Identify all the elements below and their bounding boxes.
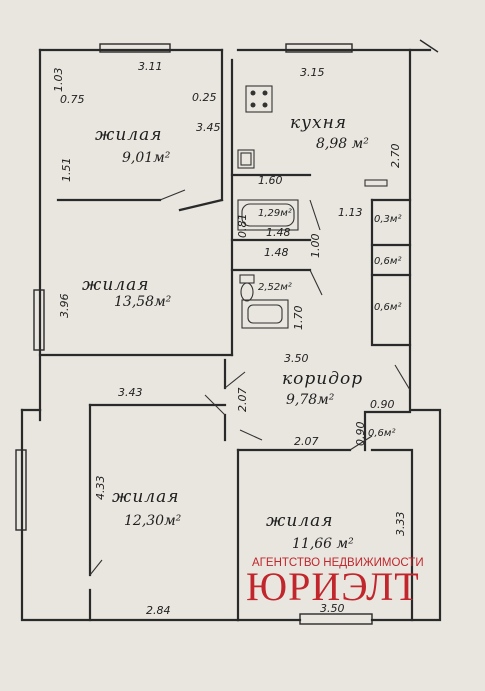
room-name-living-4: жилая [266,511,334,531]
stove-icon [245,85,273,113]
area-closet-1: 0,3м² [374,214,401,225]
outer-walls [20,48,442,622]
dim-3-50-b: 3.50 [320,602,345,615]
room-area-living-2: 13,58м² [114,294,172,310]
watermark-agency: АГЕНТСТВО НЕДВИЖИМОСТИ [252,557,424,569]
area-closet-4: 0,6м² [368,428,395,439]
watermark: АГЕНТСТВО НЕДВИЖИМОСТИ ЮРИЭЛТ [246,557,424,609]
dim-0-81: 0.81 [236,214,249,239]
fixtures [237,85,388,329]
small-area-labels: 1,29м² 2,52м² 0,3м² 0,6м² 0,6м² 0,6м² [258,208,401,439]
dim-1-51: 1.51 [60,158,73,183]
area-bath: 1,29м² [258,208,292,219]
dim-1-00: 1.00 [309,234,322,259]
room-area-kitchen: 8,98 м² [316,136,369,152]
dim-3-11: 3.11 [138,60,163,73]
dim-3-50-a: 3.50 [284,352,309,365]
room-area-corridor: 9,78м² [286,392,335,408]
toilet-icon [239,274,255,302]
area-closet-2: 0,6м² [374,256,401,267]
bathtub-icon [237,199,299,231]
dim-1-13: 1.13 [338,206,363,219]
room-name-kitchen: кухня [290,113,347,133]
dim-1-60: 1.60 [258,174,283,187]
dim-0-75: 0.75 [60,93,85,106]
windows [15,39,439,625]
dim-3-43: 3.43 [118,386,143,399]
dim-3-96: 3.96 [58,294,71,319]
watermark-brand: ЮРИЭЛТ [246,564,420,609]
dim-2-07-a: 2.07 [236,388,249,413]
room-name-corridor: коридор [282,369,363,389]
room-name-living-2: жилая [82,275,150,295]
dim-2-84: 2.84 [146,604,171,617]
dim-4-33: 4.33 [94,476,107,501]
radiator-icon [364,179,388,187]
dim-2-07-b: 2.07 [294,435,319,448]
dim-3-15: 3.15 [300,66,325,79]
washbasin-icon [241,299,289,329]
dim-0-90-a: 0.90 [370,398,395,411]
dim-1-03: 1.03 [52,68,65,93]
door-swings [89,189,411,576]
dim-3-45: 3.45 [196,121,221,134]
dim-1-48-a: 1.48 [266,226,291,239]
room-labels: жилая 9,01м² кухня 8,98 м² жилая 13,58м²… [82,113,369,552]
room-area-living-3: 12,30м² [124,513,182,529]
dim-3-33: 3.33 [394,512,407,537]
dim-0-90-b: 0.90 [354,422,367,447]
room-area-living-1: 9,01м² [122,150,171,166]
area-wc: 2,52м² [258,282,292,293]
dim-2-70: 2.70 [389,144,402,169]
room-name-living-1: жилая [95,125,163,145]
dim-0-25: 0.25 [192,91,217,104]
dimension-labels: 3.11 3.15 1.03 0.75 0.25 3.45 2.70 1.51 … [52,60,407,617]
dim-1-70: 1.70 [292,306,305,331]
dim-1-48-b: 1.48 [264,246,289,259]
interior-walls [38,48,414,622]
area-closet-3: 0,6м² [374,302,401,313]
kitchen-sink-icon [237,149,255,169]
room-area-living-4: 11,66 м² [292,536,354,552]
room-name-living-3: жилая [112,487,180,507]
